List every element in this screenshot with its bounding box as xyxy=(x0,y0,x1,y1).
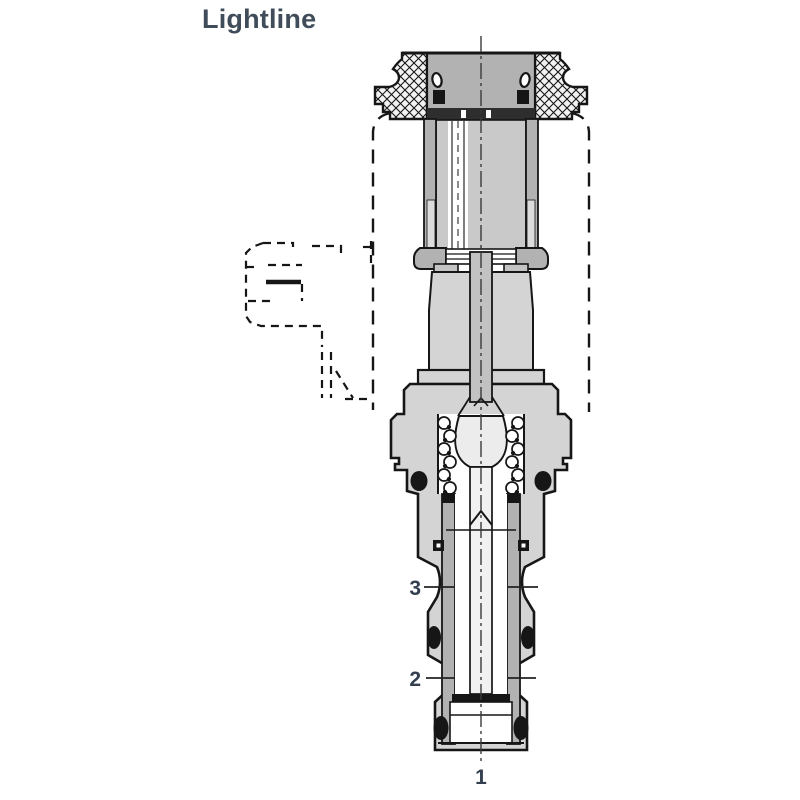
coil-phantom-outline xyxy=(371,111,591,412)
connector-phantom-outline xyxy=(244,241,373,401)
port-2-label: 2 xyxy=(409,668,421,691)
sleeve-cap-left xyxy=(442,494,455,503)
o-ring-top-right xyxy=(534,471,552,491)
return-spring xyxy=(437,416,525,495)
port-3-label: 3 xyxy=(409,577,421,600)
nut-hatched-section-left xyxy=(373,51,429,121)
page-title: Lightline xyxy=(202,4,317,34)
tube-seal-right xyxy=(519,71,531,89)
o-ring-bottom-left xyxy=(433,716,449,740)
sleeve-cap-right xyxy=(507,494,520,503)
o-ring-top-left xyxy=(410,471,428,491)
spring-cage-edges xyxy=(437,414,525,494)
o-ring-mid-right xyxy=(521,626,535,649)
tube-liner-right xyxy=(526,199,536,251)
port-1-label: 1 xyxy=(475,766,487,789)
tube-liner-left xyxy=(426,199,436,251)
seal-block-left xyxy=(433,90,445,104)
seal-block-right xyxy=(517,90,529,104)
o-rings xyxy=(410,471,552,740)
cross-hole-marks xyxy=(433,540,529,551)
nut-lower-band xyxy=(427,108,535,120)
nut-hatched-section-right xyxy=(533,51,589,121)
spring-wire-dots xyxy=(442,424,520,495)
o-ring-bottom-right xyxy=(513,716,529,740)
o-ring-mid-left xyxy=(427,626,441,649)
tube-seal-left xyxy=(431,71,443,89)
band-slot-right xyxy=(486,110,491,118)
band-slot-left xyxy=(461,110,466,118)
